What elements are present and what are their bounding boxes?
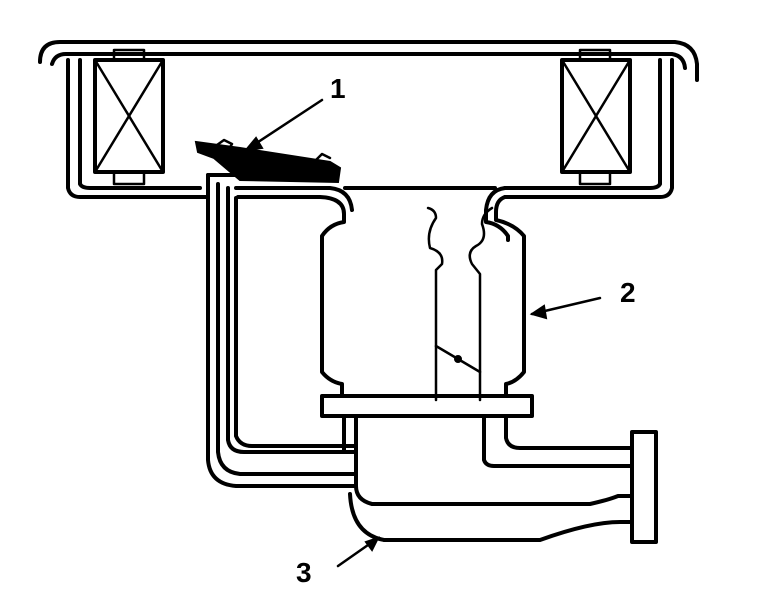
cover-housing: [38, 40, 699, 199]
callout-1: 1: [330, 73, 346, 104]
left-duct: [206, 173, 358, 488]
left-cartridge: [93, 48, 165, 186]
callout-3: 3: [296, 557, 312, 588]
outlet-duct: [342, 414, 658, 544]
leader-lines: [243, 98, 602, 568]
valve-lever: [194, 138, 342, 184]
callout-2: 2: [620, 277, 636, 308]
right-cartridge: [560, 48, 632, 186]
bellows-unit: [234, 186, 534, 418]
